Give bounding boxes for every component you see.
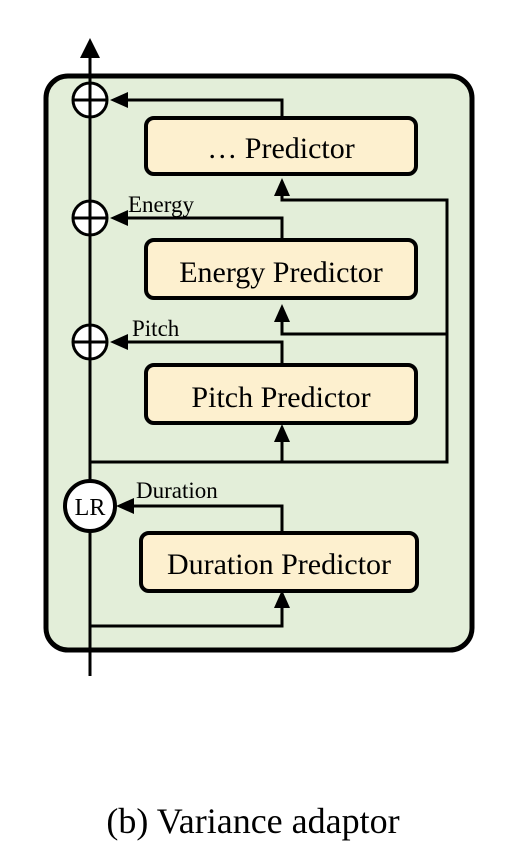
energy-predictor-label: Energy Predictor	[179, 256, 383, 289]
energy-edge-label: Energy	[128, 192, 195, 217]
main-output-arrowhead	[80, 38, 100, 58]
pitch-input-arrowhead	[274, 424, 290, 442]
other-output-line	[118, 98, 284, 118]
duration-edge-label: Duration	[136, 478, 218, 503]
other-add-node	[71, 81, 109, 119]
pitch-edge-label: Pitch	[132, 316, 180, 341]
duration-output-arrowhead	[116, 498, 134, 514]
energy-input-arrowhead	[274, 304, 290, 322]
pitch-output-arrowhead	[110, 334, 128, 350]
pitch-add-node	[71, 323, 109, 361]
energy-output-arrowhead	[110, 210, 128, 226]
other-input-arrowhead	[274, 178, 290, 196]
other-predictor-label: … Predictor	[207, 132, 354, 165]
pitch-predictor-label: Pitch Predictor	[191, 381, 370, 414]
duration-output-line	[124, 504, 284, 533]
duration-predictor-label: Duration Predictor	[167, 548, 391, 581]
length-regulator-node	[63, 479, 117, 533]
figure-caption: (b) Variance adaptor	[106, 801, 400, 841]
pitch-output-line	[118, 340, 284, 365]
energy-add-node	[71, 199, 109, 237]
duration-predictor-box	[139, 531, 419, 593]
duration-input-arrowhead	[274, 590, 290, 608]
other-output-arrowhead	[110, 92, 128, 108]
length-regulator-label: LR	[75, 495, 106, 521]
energy-output-line	[118, 216, 284, 240]
